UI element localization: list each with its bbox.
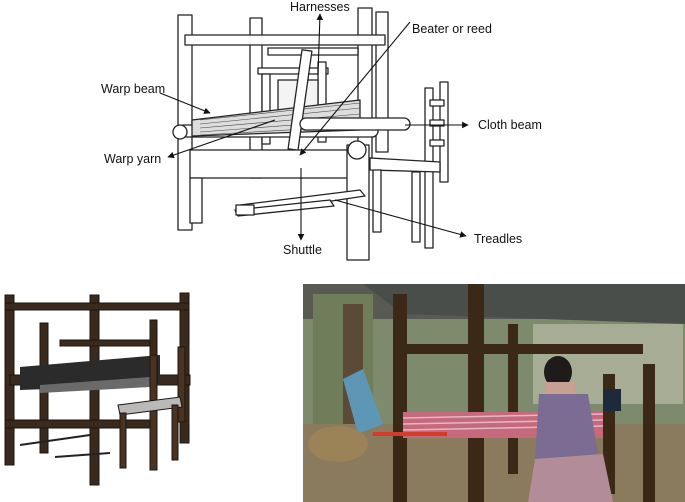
loom-3d-model-render <box>0 285 300 500</box>
vr-weaving-scene <box>303 284 685 502</box>
loom-diagram-svg: Harnesses Beater or reed Warp beam Cloth… <box>101 0 542 261</box>
beater-leader <box>299 21 411 156</box>
loom-line-diagram: Harnesses Beater or reed Warp beam Cloth… <box>101 0 542 261</box>
label-beater-reed: Beater or reed <box>412 22 492 36</box>
leader-lines <box>159 13 469 241</box>
label-treadles: Treadles <box>474 232 522 246</box>
vr-scene-svg <box>303 284 685 502</box>
harnesses-leader <box>316 13 324 76</box>
warp-yarn-leader <box>167 119 276 159</box>
loom-3d-svg <box>4 292 191 486</box>
loom-frame <box>172 7 449 261</box>
label-cloth-beam: Cloth beam <box>478 118 542 132</box>
label-shuttle: Shuttle <box>283 243 322 257</box>
label-warp-beam: Warp beam <box>101 82 165 96</box>
treadles-leader <box>334 199 467 238</box>
warp-beam-leader <box>159 92 211 114</box>
label-harnesses: Harnesses <box>290 0 350 14</box>
label-warp-yarn: Warp yarn <box>104 152 161 166</box>
